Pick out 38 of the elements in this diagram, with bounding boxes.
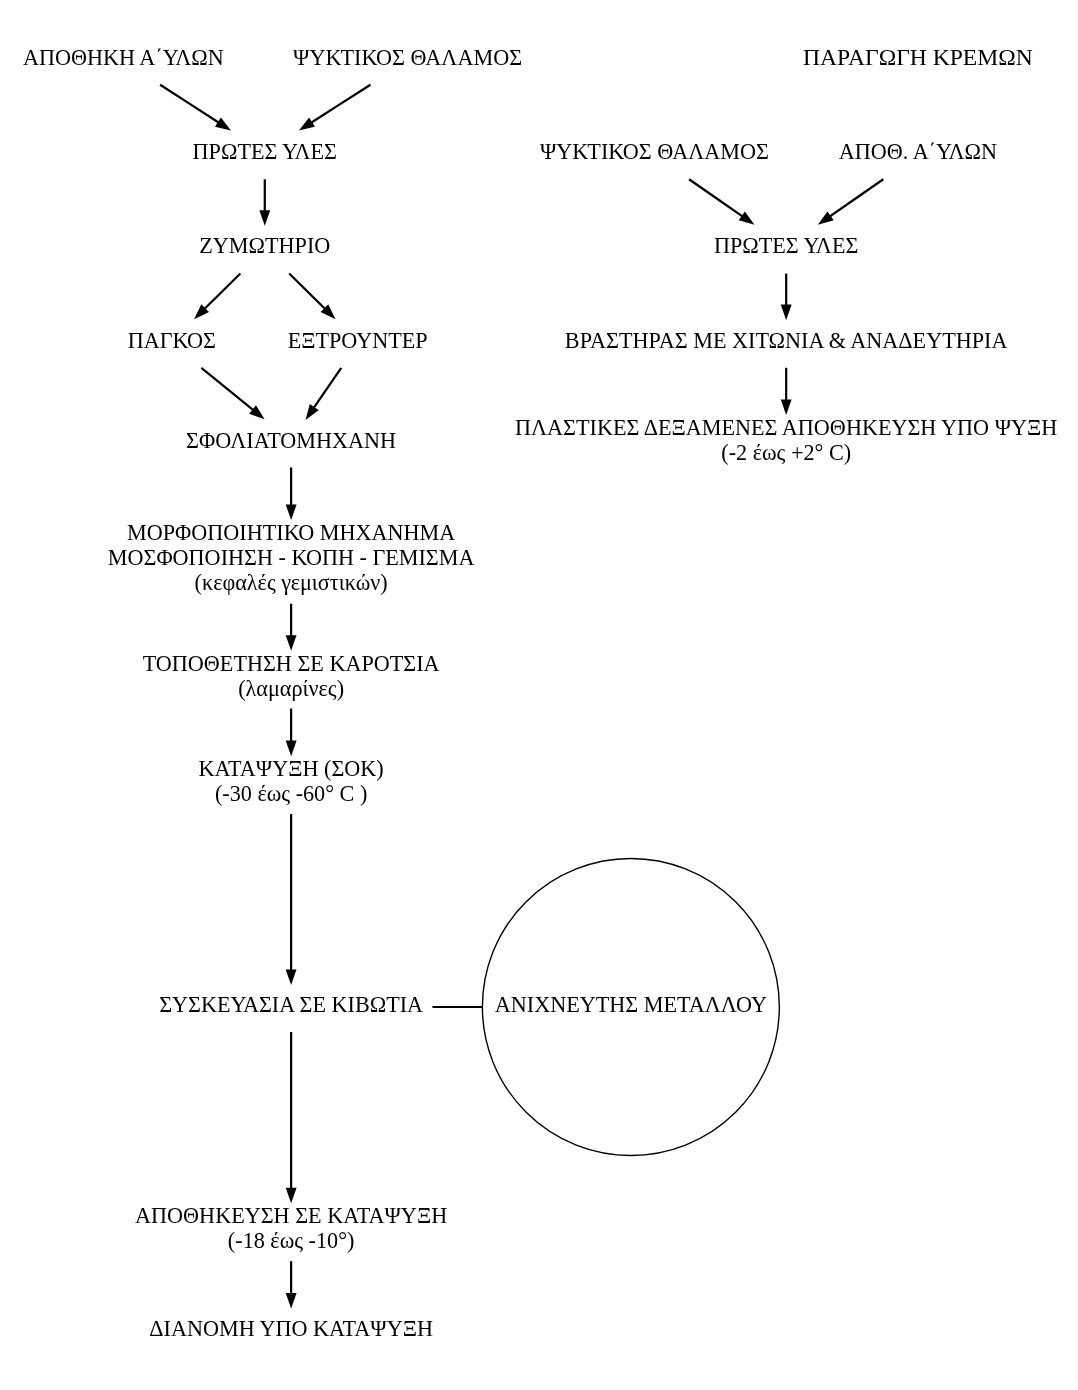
- arrow: [298, 83, 372, 131]
- node-text: ΑΠΟΘΗΚΗ Α΄ΥΛΩΝ: [22, 44, 224, 70]
- arrow: [200, 366, 265, 420]
- arrow: [688, 178, 755, 225]
- node-circle: ΑΝΙΧΝΕΥΤΗΣ ΜΕΤΑΛΛΟΥ: [481, 857, 781, 1157]
- node-text: ΣΥΣΚΕΥΑΣΙΑ ΣΕ ΚΙΒΩΤΙΑ: [159, 992, 424, 1018]
- connector: [432, 1005, 483, 1009]
- node-text: ΠΛΑΣΤΙΚΕΣ ΔΕΞΑΜΕΝΕΣ ΑΠΟΘΗΚΕΥΣΗ ΥΠΟ ΨΥΞΗ (-2 έως +2° C): [515, 415, 1058, 465]
- arrow: [285, 603, 297, 651]
- node-text: ΨΥΚΤΙΚΟΣ ΘΑΛΑΜΟΣ: [539, 139, 769, 165]
- node-text: ΣΦΟΛΙΑΤΟΜΗΧΑΝΗ: [186, 427, 397, 453]
- node-text: ΠΡΩΤΕΣ ΥΛΕΣ: [713, 233, 859, 259]
- node-text: ΑΠΟΘΗΚΕΥΣΗ ΣΕ ΚΑΤΑΨΥΞΗ (-18 έως -10°): [135, 1203, 448, 1254]
- arrow: [285, 708, 297, 757]
- arrow: [288, 272, 336, 320]
- arrow: [305, 367, 343, 420]
- node-text: ΠΡΩΤΕΣ ΥΛΕΣ: [192, 139, 337, 165]
- arrow: [285, 1261, 297, 1309]
- arrow: [259, 179, 271, 226]
- node-text: ΜΟΡΦΟΠΟΙΗΤΙΚΟ ΜΗΧΑΝΗΜΑ ΜΟΣΦΟΠΟΙΗΣΗ - ΚΟΠΗ - ΓΕΜΙΣΜΑ (κεφαλές γεμιστικών): [107, 520, 475, 596]
- node-text: ΑΠΟΘ. Α΄ΥΛΩΝ: [838, 139, 998, 165]
- arrow: [817, 178, 884, 225]
- arrow: [285, 814, 297, 985]
- arrow: [159, 83, 231, 131]
- node-text: ΠΑΓΚΟΣ: [127, 327, 216, 353]
- label: ΠΑΡΑΓΩΓΗ ΚΡΕΜΩΝ: [803, 44, 1033, 71]
- node-text: ΚΑΤΑΨΥΞΗ (ΣΟΚ) (-30 έως -60° C ): [198, 756, 384, 807]
- arrow: [780, 367, 792, 415]
- node-text: ΖΥΜΩΤΗΡΙΟ: [199, 233, 331, 259]
- node-text: ΕΞΤΡΟΥΝΤΕΡ: [287, 327, 428, 353]
- node-text: ΤΟΠΟΘΕΤΗΣΗ ΣΕ ΚΑΡΟΤΣΙΑ (λαμαρίνες): [142, 650, 440, 701]
- arrow: [285, 467, 297, 521]
- arrow: [285, 1032, 297, 1204]
- arrow: [194, 272, 242, 320]
- arrow: [780, 273, 792, 321]
- node-text: ΔΙΑΝΟΜΗ ΥΠΟ ΚΑΤΑΨΥΞΗ: [149, 1315, 433, 1341]
- node-text: ΨΥΚΤΙΚΟΣ ΘΑΛΑΜΟΣ: [293, 44, 523, 70]
- node-text: ΒΡΑΣΤΗΡΑΣ ΜΕ ΧΙΤΩΝΙΑ & ΑΝΑΔΕΥΤΗΡΙΑ: [564, 327, 1008, 353]
